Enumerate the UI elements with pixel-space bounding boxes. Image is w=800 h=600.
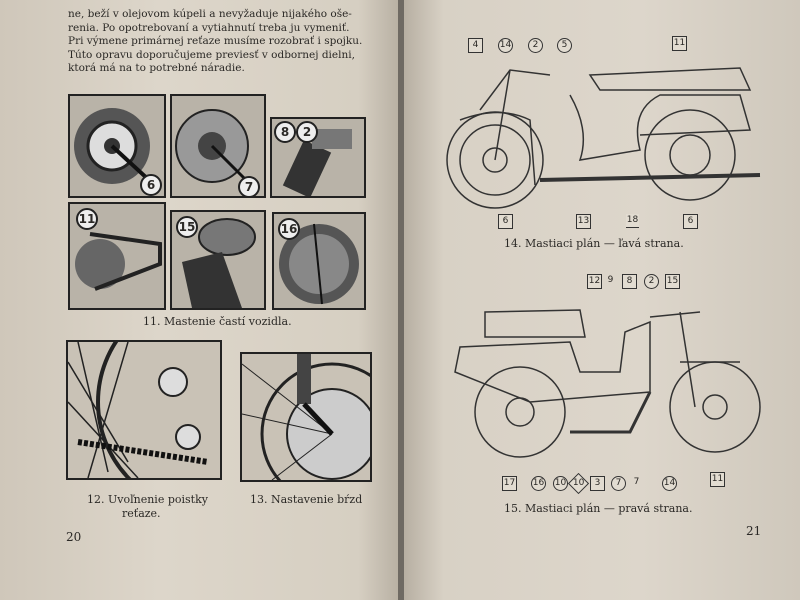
panel-number: 11 (76, 208, 98, 230)
callout: 15 (665, 274, 680, 289)
callout: 12 (587, 274, 602, 289)
illustration-chain-lock (66, 340, 222, 480)
text-line: ne, beží v olejovom kúpeli a nevyžaduje … (68, 8, 352, 20)
callout: 2 (528, 38, 543, 53)
callout: 9 (607, 275, 614, 285)
text-line: Túto opravu doporučujeme previesť v odbo… (68, 48, 355, 61)
callout: 10 (553, 476, 568, 491)
callout: 10 (567, 472, 590, 495)
callout: 16 (531, 476, 546, 491)
page-number: 20 (66, 530, 82, 544)
panel-number: 7 (238, 176, 260, 196)
figure-caption: 15. Mastiaci plán — pravá strana. (504, 502, 693, 515)
callout: 13 (576, 214, 591, 229)
callout: 4 (468, 38, 483, 53)
callout: 17 (502, 476, 517, 491)
body-text: ne, beží v olejovom kúpeli a nevyžaduje … (68, 8, 368, 76)
callout: 7 (633, 477, 640, 487)
text-line: ktorá má na to potrebné náradie. (68, 62, 245, 74)
panel-number: 15 (176, 216, 198, 238)
callout: 7 (611, 476, 626, 491)
figure-caption: 12. Uvoľnenie poistky (87, 493, 208, 506)
panel-number: 2 (296, 121, 318, 143)
right-page: 4 14 2 5 11 6 13 18 6 14. Mastiaci plán … (404, 0, 800, 600)
text-line: Pri výmene primárnej reťaze musíme rozob… (68, 35, 363, 47)
callout: 5 (557, 38, 572, 53)
callout: 8 (622, 274, 637, 289)
illustration-fork: 8 2 (270, 117, 366, 198)
panel-number: 8 (274, 121, 296, 143)
callout: 6 (683, 214, 698, 229)
illustration-bearing: 15 (170, 210, 266, 310)
illustration-hub: 6 (68, 94, 166, 198)
figure-caption: reťaze. (122, 507, 161, 520)
callout: 14 (498, 38, 513, 53)
callout: 14 (662, 476, 677, 491)
figure-caption: 13. Nastavenie bŕzd (250, 493, 363, 506)
callout: 11 (710, 472, 725, 487)
figure-caption: 11. Mastenie častí vozidla. (143, 315, 292, 328)
page-number: 21 (746, 524, 762, 538)
illustration-brake-adjust (240, 352, 372, 482)
scooter-right-side-diagram (454, 309, 761, 458)
scooter-left-side-diagram (446, 67, 761, 209)
illustration-brake: 7 (170, 94, 266, 198)
figure-caption: 14. Mastiaci plán — ľavá strana. (504, 237, 684, 250)
callout: 11 (672, 36, 687, 51)
panel-number: 16 (278, 218, 300, 240)
left-page: ne, beží v olejovom kúpeli a nevyžaduje … (0, 0, 398, 600)
callout: 3 (590, 476, 605, 491)
text-line: renia. Po opotrebovaní a vytiahnutí treb… (68, 21, 350, 34)
illustration-drum: 16 (272, 212, 366, 310)
callout: 6 (498, 214, 513, 229)
callout: 18 (626, 214, 639, 228)
callout-label: 10 (572, 477, 585, 488)
callout: 2 (644, 274, 659, 289)
panel-number: 6 (140, 174, 162, 196)
illustration-chain: 11 (68, 202, 166, 310)
